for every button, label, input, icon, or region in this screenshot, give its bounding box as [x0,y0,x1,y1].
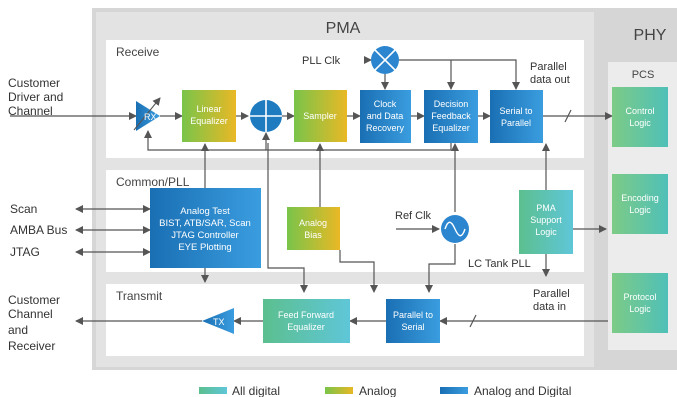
lc-tank-label: LC Tank PLL [468,258,531,270]
encoding-line-2: Logic [629,205,651,215]
cdr-line-2: and Data [367,111,404,121]
protocol-line-1: Protocol [623,292,656,302]
conn-mixer-branch [399,59,520,90]
legend: All digital Analog Analog and Digital [199,384,571,397]
pll-clk-input: PLL Clk [302,55,341,67]
dfe-line-2: Feedback [431,111,471,121]
pcs-title: PCS [632,69,655,81]
cdr-block: Clock and Data Recovery [360,90,411,143]
lc-tank-pll [441,215,469,243]
lineq-line-2: Equalizer [190,116,228,126]
support-line-2: Support [530,215,562,225]
analog-test-line-4: EYE Plotting [178,242,231,253]
bias-line-2: Bias [304,230,322,240]
s2p-block: Serial to Parallel [490,90,543,143]
customer-out-line-2: Channel [8,307,53,321]
dfe-line-3: Equalizer [432,123,470,133]
protocol-logic-block: Protocol Logic [612,273,668,333]
pll-clk-label: PLL Clk [302,55,341,67]
analog-bias-block: Analog Bias [287,207,340,250]
analog-test-line-2: BIST, ATB/SAR, Scan [159,218,251,229]
p2s-line-2: Serial [401,322,424,332]
support-line-3: Logic [535,227,557,237]
bias-line-1: Analog [299,218,327,228]
receive-label: Receive [116,45,160,59]
p2s-line-1: Parallel to [393,310,433,320]
legend-swatch-digital [199,387,227,394]
conn-pll-down [425,244,456,293]
parallel-in-line-2: data in [533,301,566,313]
rx-label: RX [144,112,157,122]
ffe-line-1: Feed Forward [278,310,334,320]
s2p-line-2: Parallel [501,118,531,128]
control-logic-block: Control Logic [612,87,668,147]
encoding-logic-block: Encoding Logic [612,174,668,234]
legend-swatch-mixed [440,387,468,394]
parallel-out-line-1: Parallel [530,61,567,73]
control-line-2: Logic [629,118,651,128]
cdr-line-1: Clock [374,99,397,109]
bus-slash-tx [469,314,477,328]
dfe-line-1: Decision [434,99,469,109]
customer-out-line-1: Customer [8,293,60,307]
p2s-block: Parallel to Serial [386,299,440,343]
analog-test-line-3: JTAG Controller [171,230,238,241]
tx-amplifier: TX [202,308,234,334]
protocol-line-2: Logic [629,304,651,314]
transmit-label: Transmit [116,289,163,303]
legend-swatch-analog [325,387,353,394]
common-label: Common/PLL [116,175,190,189]
sampler-block: Sampler [294,90,347,142]
conn-bias-p2s [339,250,378,293]
linear-equalizer-block: Linear Equalizer [182,90,236,142]
ffe-line-2: Equalizer [287,322,325,332]
conn-feedback-rx [144,130,266,151]
legend-label-analog: Analog [359,384,396,397]
rx-adjust-arrow [133,97,161,131]
s2p-line-1: Serial to [499,106,532,116]
parallel-out-line-2: data out [530,74,570,86]
pma-support-block: PMA Support Logic [519,190,573,254]
cdr-line-3: Recovery [366,123,405,133]
legend-label-mixed: Analog and Digital [474,384,571,397]
summing-node [250,100,282,132]
parallel-in-line-1: Parallel [533,288,570,300]
lineq-line-1: Linear [196,104,221,114]
dfe-block: Decision Feedback Equalizer [424,90,478,143]
ref-clk-label: Ref Clk [395,210,432,222]
sampler-label: Sampler [303,111,337,121]
rx-amplifier: RX [133,97,161,131]
analog-test-block: Analog Test BIST, ATB/SAR, Scan JTAG Con… [150,188,261,268]
control-line-1: Control [625,106,654,116]
encoding-line-1: Encoding [621,193,659,203]
analog-test-line-1: Analog Test [180,206,230,217]
customer-in-line-3: Channel [8,104,53,118]
mixer [371,46,399,74]
customer-in-line-1: Customer [8,76,60,90]
customer-out-line-4: Receiver [8,339,55,353]
customer-out-line-3: and [8,323,28,337]
bus-slash-rx [564,109,572,123]
customer-in-line-2: Driver and [8,90,63,104]
jtag-label: JTAG [10,245,40,259]
amba-label: AMBA Bus [10,223,67,237]
scan-label: Scan [10,202,37,216]
rx-triangle [136,101,160,131]
ffe-block: Feed Forward Equalizer [263,299,350,343]
support-line-1: PMA [536,203,556,213]
legend-label-digital: All digital [232,384,280,397]
phy-title: PHY [634,27,667,44]
pma-title: PMA [326,20,361,37]
conn-cdr-ffe [267,143,308,293]
tx-label: TX [213,317,225,327]
